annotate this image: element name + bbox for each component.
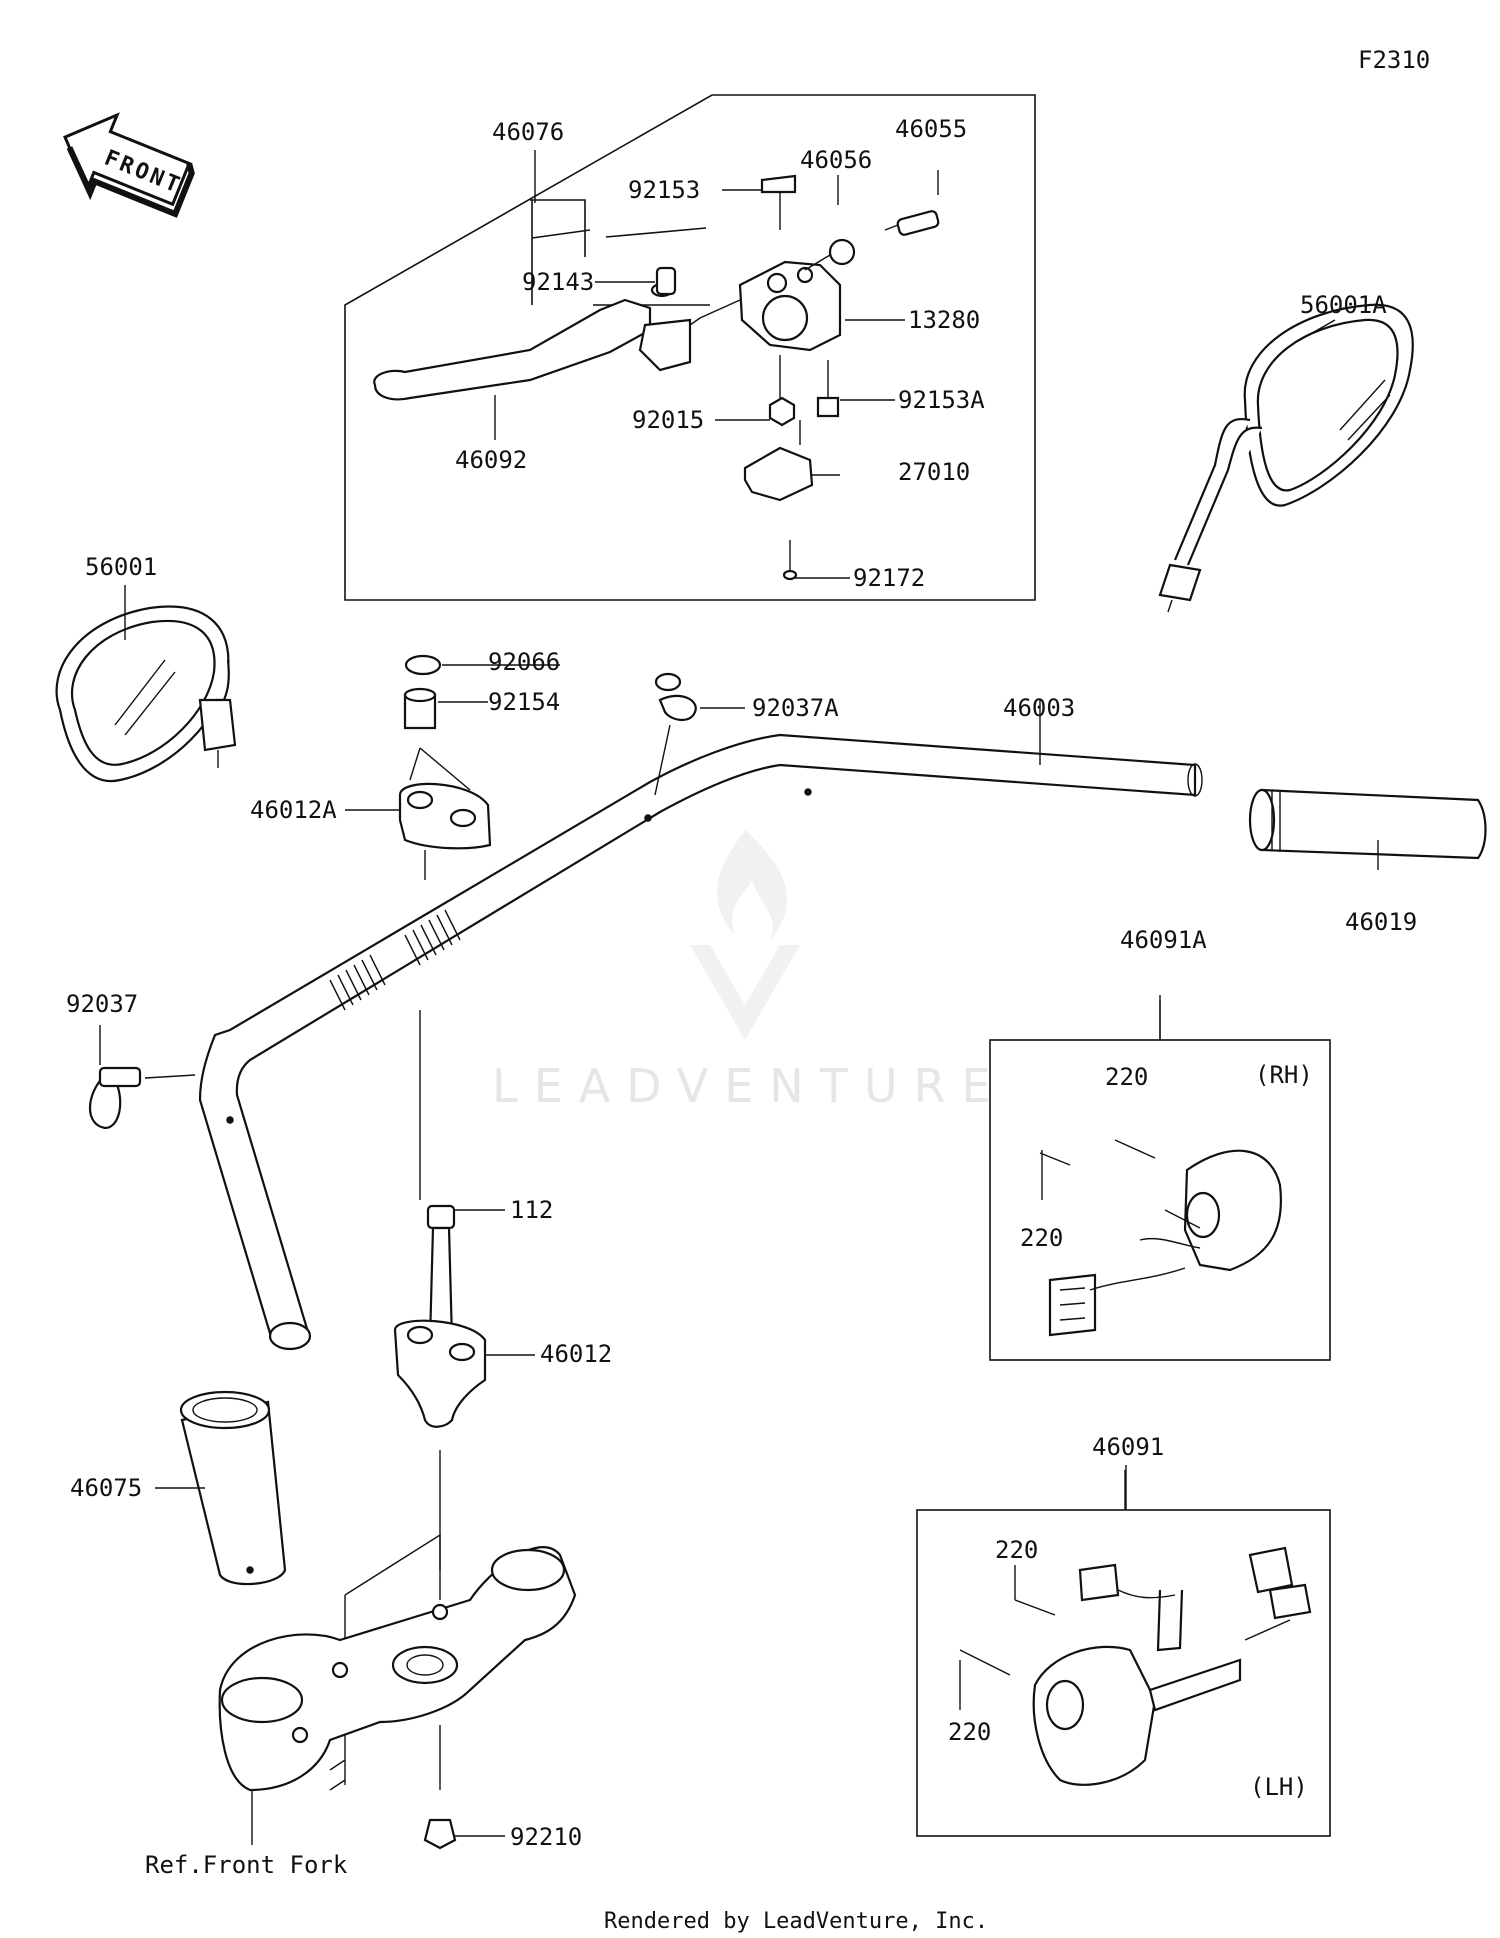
clutch-lever-assembly: [344, 94, 1036, 601]
label-92037: 92037: [66, 990, 138, 1018]
clip-pin-upper: [654, 672, 697, 796]
label-lh: (LH): [1250, 1773, 1308, 1801]
label-46003: 46003: [1003, 694, 1075, 722]
leader-lines: [99, 150, 1379, 1837]
label-56001: 56001: [85, 553, 157, 581]
label-46075: 46075: [70, 1474, 142, 1502]
left-mirror: [55, 605, 237, 783]
left-grip: [179, 1390, 287, 1586]
label-46012A: 46012A: [250, 796, 337, 824]
clutch-lever: [373, 298, 652, 401]
label-46056: 46056: [800, 146, 872, 174]
label-92172: 92172: [853, 564, 925, 592]
label-92210: 92210: [510, 1823, 582, 1851]
label-56001A: 56001A: [1300, 291, 1387, 319]
right-mirror: [1158, 303, 1414, 613]
label-46012: 46012: [540, 1340, 612, 1368]
label-27010: 27010: [898, 458, 970, 486]
label-92037A: 92037A: [752, 694, 839, 722]
part-labels: 46076 46055 46056 92153 92143 13280 9215…: [66, 115, 1417, 1879]
right-grip: [1248, 788, 1487, 860]
figure-id: F2310: [1358, 46, 1430, 74]
label-92015: 92015: [632, 406, 704, 434]
front-arrow-icon: FRONT: [63, 112, 195, 218]
label-ref-front-fork: Ref.Front Fork: [145, 1851, 348, 1879]
fork-bracket: [218, 1533, 577, 1850]
label-220-rh-top: 220: [1105, 1063, 1148, 1091]
lower-clamp-parts: [393, 1010, 487, 1570]
upper-clamp-parts: [398, 654, 492, 880]
watermark-text: LEADVENTURE: [492, 1059, 1007, 1113]
label-112: 112: [510, 1196, 553, 1224]
lh-switch-assembly: [916, 1470, 1331, 1837]
label-46076: 46076: [492, 118, 564, 146]
watermark-logo-icon: [690, 830, 800, 1040]
rh-switch-assembly: [989, 1000, 1331, 1361]
label-220-lh-top: 220: [995, 1536, 1038, 1564]
knurl-marks: [329, 909, 461, 1011]
label-92153: 92153: [628, 176, 700, 204]
label-46092: 46092: [455, 446, 527, 474]
label-220-rh-left: 220: [1020, 1224, 1063, 1252]
clip-pin-left: [89, 1066, 196, 1130]
label-rh: (RH): [1255, 1061, 1313, 1089]
label-220-lh-bottom: 220: [948, 1718, 991, 1746]
label-46055: 46055: [895, 115, 967, 143]
label-46091A: 46091A: [1120, 926, 1207, 954]
label-92143: 92143: [522, 268, 594, 296]
label-92153A: 92153A: [898, 386, 985, 414]
watermark: LEADVENTURE: [492, 830, 1007, 1113]
label-46091: 46091: [1092, 1433, 1164, 1461]
footer-credit: Rendered by LeadVenture, Inc.: [604, 1909, 988, 1934]
label-46019: 46019: [1345, 908, 1417, 936]
label-92154: 92154: [488, 688, 560, 716]
label-13280: 13280: [908, 306, 980, 334]
handlebar: [198, 733, 1203, 1351]
label-92066: 92066: [488, 648, 560, 676]
